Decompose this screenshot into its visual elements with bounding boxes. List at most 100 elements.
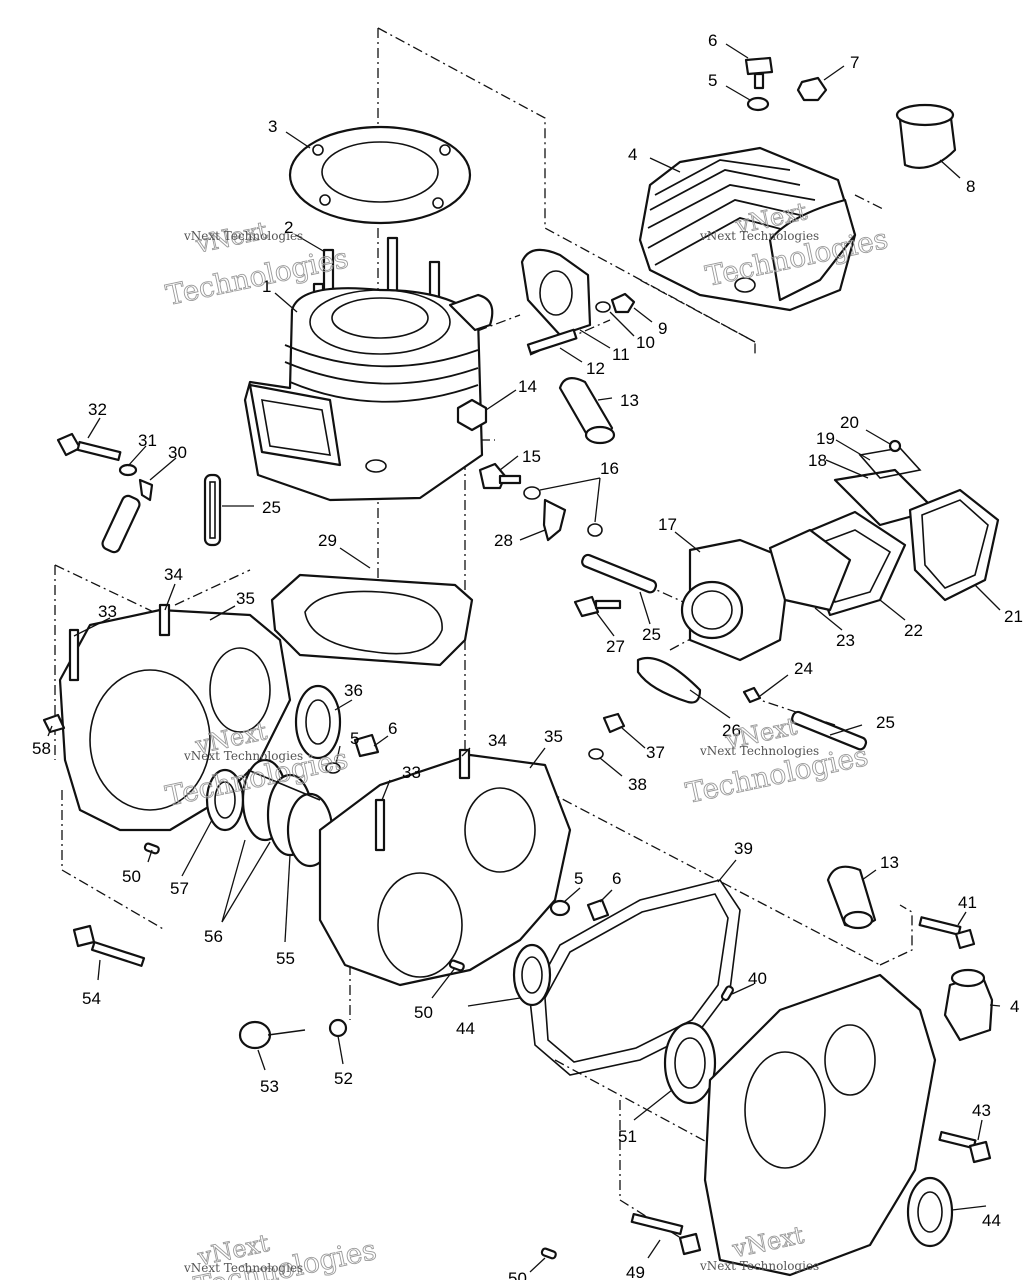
callout-9: 9	[658, 319, 667, 338]
callout-33-right: 33	[402, 763, 421, 782]
callout-56: 56	[204, 927, 223, 946]
callout-16: 16	[600, 459, 619, 478]
watermark-small-top-left: vNext Technologies	[183, 229, 303, 243]
callout-28: 28	[494, 531, 513, 550]
callout-11: 11	[612, 345, 630, 364]
callout-44-middle: 44	[456, 1019, 475, 1038]
outer-cover	[703, 973, 937, 1277]
crank-bearing	[294, 684, 342, 760]
callout-25-upper: 25	[262, 498, 281, 517]
crankcase-bolt-54	[72, 924, 146, 967]
callout-13-upper: 13	[620, 391, 639, 410]
callout-4: 4	[628, 145, 637, 164]
callout-49: 49	[626, 1263, 645, 1280]
cover-bolt-49	[630, 1212, 702, 1256]
callout-5-middle: 5	[350, 729, 359, 748]
leader-lines	[47, 43, 1001, 1273]
cylinder	[243, 287, 494, 502]
elbow-fitting	[943, 968, 994, 1042]
dowel-pin-b	[448, 959, 465, 972]
callout-8: 8	[966, 177, 975, 196]
water-elbow-lower	[826, 865, 877, 930]
exhaust-stud	[526, 328, 578, 355]
callout-43: 43	[972, 1101, 991, 1120]
callout-42: 4	[1010, 997, 1019, 1016]
right-crankcase-half	[318, 748, 572, 987]
callout-3: 3	[268, 117, 277, 136]
callout-1: 1	[262, 277, 271, 296]
crankshaft-seal-lower	[906, 1176, 954, 1248]
watermark-small-middle-right: vNext Technologies	[699, 744, 819, 758]
watermark-small-middle-left: vNext Technologies	[183, 749, 303, 763]
callout-7: 7	[850, 53, 859, 72]
crankshaft-seal-middle	[512, 943, 552, 1007]
callout-29: 29	[318, 531, 337, 550]
callout-36: 36	[344, 681, 363, 700]
sealing-washer	[328, 1018, 348, 1038]
base-gasket	[270, 573, 474, 667]
fastener-group-middle	[42, 712, 626, 922]
cylinder-head	[638, 146, 857, 312]
callout-30: 30	[168, 443, 187, 462]
cover-bolt-41	[918, 916, 976, 950]
washer	[118, 463, 138, 477]
callout-6-middle: 6	[388, 719, 397, 738]
callout-55: 55	[276, 949, 295, 968]
callout-2: 2	[284, 218, 293, 237]
callout-23: 23	[836, 631, 855, 650]
callout-40: 40	[748, 969, 767, 988]
callout-39: 39	[734, 839, 753, 858]
exhaust-gasket	[520, 248, 592, 337]
cover-bolt-43	[938, 1130, 992, 1164]
callout-34-left: 34	[164, 565, 183, 584]
callout-21: 21	[1004, 607, 1023, 626]
callout-6-lower: 6	[612, 869, 621, 888]
callout-18: 18	[808, 451, 827, 470]
callout-38: 38	[628, 775, 647, 794]
clamp-strap-upper	[203, 473, 222, 547]
callout-34-right: 34	[488, 731, 507, 750]
callout-37: 37	[646, 743, 665, 762]
callout-50-middle: 50	[414, 1003, 433, 1022]
banjo-fitting	[478, 462, 603, 542]
head-bolt-and-nuts	[595, 56, 828, 314]
callout-25-middle: 25	[642, 625, 661, 644]
intake-manifold	[680, 538, 792, 662]
callout-17: 17	[658, 515, 677, 534]
callout-41: 41	[958, 893, 977, 912]
callout-35-right: 35	[544, 727, 563, 746]
dowel-pin-a	[143, 842, 160, 855]
callout-20: 20	[840, 413, 859, 432]
nut	[456, 398, 488, 432]
callout-31: 31	[138, 431, 157, 450]
callout-32: 32	[88, 400, 107, 419]
outer-bearing	[663, 1021, 717, 1105]
dowel-pin-c	[540, 1247, 557, 1260]
callout-5-top: 5	[708, 71, 717, 90]
long-bolt	[56, 432, 122, 462]
callout-44-lower: 44	[982, 1211, 1001, 1230]
crankshaft	[241, 758, 334, 868]
callout-50-bottom: 50	[508, 1269, 527, 1280]
dowel-pin	[101, 478, 154, 554]
intake-gasket	[908, 488, 1000, 602]
callout-15: 15	[522, 447, 541, 466]
intake-sleeve	[895, 103, 957, 169]
callout-26: 26	[722, 721, 741, 740]
callout-53: 53	[260, 1077, 279, 1096]
callout-58: 58	[32, 739, 51, 758]
callout-57: 57	[170, 879, 189, 898]
callout-51: 51	[618, 1127, 637, 1146]
mount-bolt	[573, 595, 622, 618]
callout-52: 52	[334, 1069, 353, 1088]
watermark-small-top-right: vNext Technologies	[699, 229, 819, 243]
callout-6-top: 6	[708, 31, 717, 50]
callout-25-lower: 25	[876, 713, 895, 732]
callout-14: 14	[518, 377, 537, 396]
callout-10: 10	[636, 333, 655, 352]
callout-13-lower: 13	[880, 853, 899, 872]
callout-19: 19	[816, 429, 835, 448]
callout-12: 12	[586, 359, 605, 378]
